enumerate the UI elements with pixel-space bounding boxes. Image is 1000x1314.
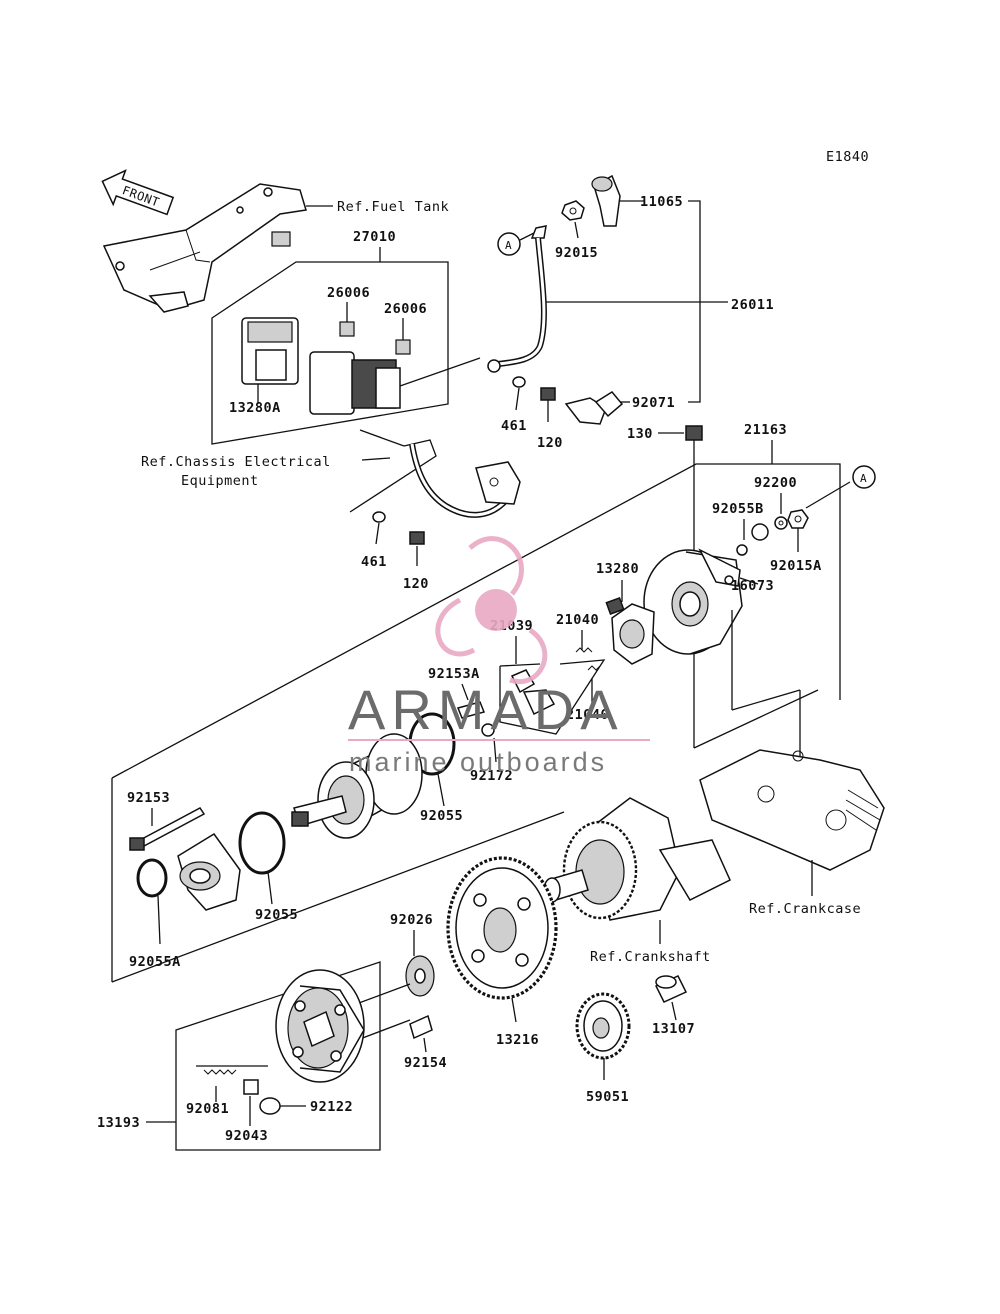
label-59051: 59051	[586, 1089, 629, 1105]
label-92055-a: 92055	[420, 808, 463, 824]
label-92055B: 92055B	[712, 501, 764, 517]
label-120-a: 120	[537, 435, 563, 451]
starter-end-cover	[643, 523, 769, 655]
crankcase-ref	[699, 749, 885, 871]
svg-text:A: A	[505, 239, 512, 252]
label-26011: 26011	[731, 297, 774, 313]
label-16073: 16073	[731, 578, 774, 594]
label-21040-b: 21040	[566, 707, 609, 723]
starter-relay	[309, 351, 401, 415]
label-461-a: 461	[501, 418, 527, 434]
label-461-b: 461	[361, 554, 387, 570]
label-92015A: 92015A	[770, 558, 822, 574]
armada-logo	[435, 536, 548, 685]
label-92055A: 92055A	[129, 954, 181, 970]
starter-clutch	[275, 969, 365, 1083]
label-92081: 92081	[186, 1101, 229, 1117]
starter-idle-gear	[446, 856, 558, 1000]
ref-chassis-line1: Ref.Chassis Electrical	[141, 454, 331, 470]
callout-a-top: A	[497, 232, 521, 256]
ground-terminal	[475, 461, 521, 505]
gear-59051	[575, 992, 631, 1060]
callout-a-right: A	[852, 465, 876, 489]
label-26006-a: 26006	[327, 285, 370, 301]
label-21163: 21163	[744, 422, 787, 438]
fuel-tank-bracket	[102, 183, 307, 313]
label-92015: 92015	[555, 245, 598, 261]
ref-crankcase: Ref.Crankcase	[749, 901, 861, 917]
label-13280: 13280	[596, 561, 639, 577]
label-92055-b: 92055	[255, 907, 298, 923]
label-21040-a: 21040	[556, 612, 599, 628]
spring-icon	[203, 1069, 237, 1075]
label-120-b: 120	[403, 576, 429, 592]
ref-crankshaft: Ref.Crankshaft	[590, 949, 711, 965]
starter-motor-yoke	[291, 733, 423, 839]
terminal-boot	[564, 391, 624, 425]
label-130: 130	[627, 426, 653, 442]
spring-icon	[587, 665, 601, 671]
label-13216: 13216	[496, 1032, 539, 1048]
label-11065: 11065	[640, 194, 683, 210]
label-92071: 92071	[632, 395, 675, 411]
fuse-icon	[395, 339, 411, 355]
crankshaft-ref	[543, 797, 731, 921]
watermark-title: ARMADA	[348, 678, 624, 741]
watermark-subtitle: marine outboards	[349, 747, 607, 777]
label-92200: 92200	[754, 475, 797, 491]
label-92172: 92172	[470, 768, 513, 784]
label-13193: 13193	[97, 1115, 140, 1131]
starter-front-bracket	[177, 832, 241, 911]
label-92153A: 92153A	[428, 666, 480, 682]
label-92122: 92122	[310, 1099, 353, 1115]
diagram-code: E1840	[826, 149, 869, 165]
fuse-icon	[339, 321, 355, 337]
spring-icon	[575, 647, 593, 653]
front-arrow-icon: FRONT	[101, 169, 175, 216]
ref-fuel-tank: Ref.Fuel Tank	[337, 199, 449, 215]
label-13280A: 13280A	[229, 400, 281, 416]
svg-text:A: A	[860, 472, 867, 485]
ref-chassis-line2: Equipment	[181, 473, 259, 489]
relay-connector	[241, 317, 299, 385]
label-92153: 92153	[127, 790, 170, 806]
label-92043: 92043	[225, 1128, 268, 1144]
label-26006-b: 26006	[384, 301, 427, 317]
label-92154: 92154	[404, 1055, 447, 1071]
label-13107: 13107	[652, 1021, 695, 1037]
label-27010: 27010	[353, 229, 396, 245]
brush-holder-plate	[605, 597, 655, 665]
label-92026: 92026	[390, 912, 433, 928]
terminal-cap	[591, 174, 621, 227]
